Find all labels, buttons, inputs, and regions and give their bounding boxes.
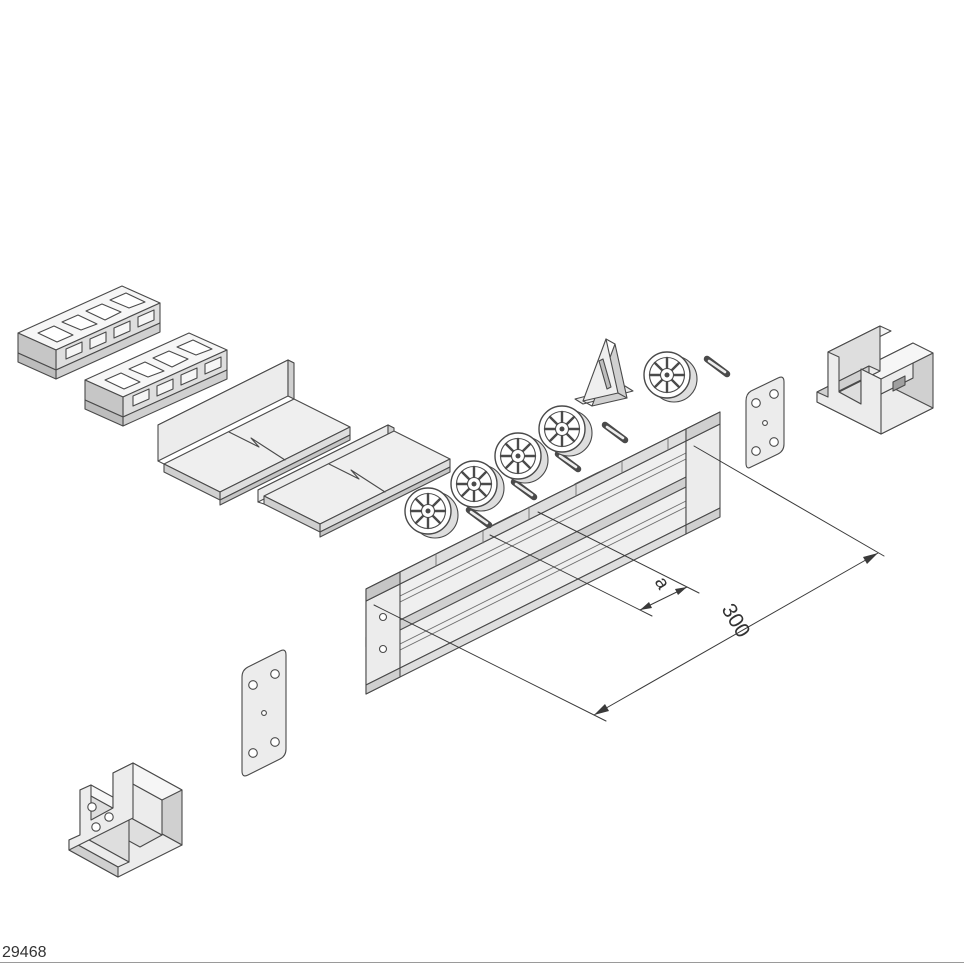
roller-strip-end-left <box>365 571 401 602</box>
bracket-front-face <box>68 762 134 851</box>
roller-wheel <box>642 350 699 404</box>
wedge-slot <box>598 358 612 390</box>
roller-axle-pin <box>605 425 625 440</box>
plate-hole <box>751 398 761 408</box>
end-cap-bracket-right <box>816 325 934 435</box>
wedge-front-face <box>582 338 619 402</box>
plate-left-edge-face <box>163 463 221 501</box>
plate-center-hole <box>762 420 768 426</box>
plate-front-hook <box>319 466 451 538</box>
plate-center-hole <box>261 710 267 716</box>
rail-end-flange-left <box>365 667 401 695</box>
break-line <box>328 463 386 493</box>
plate-hole <box>248 680 258 690</box>
dimension-line-300 <box>593 552 879 716</box>
dimension-label-300: 300 <box>717 600 755 642</box>
angle-profile-rear <box>157 359 351 506</box>
bracket-front-face <box>816 351 882 435</box>
wall-plate-joint-edge <box>157 460 165 465</box>
break-line <box>228 431 286 461</box>
rail-end-face-left <box>365 583 401 686</box>
wall-end-edge <box>287 359 295 400</box>
roller-wheel <box>449 459 506 513</box>
roller-axle-pin <box>514 482 534 497</box>
plate-hole <box>270 737 280 747</box>
end-cap-bracket-left <box>68 762 183 878</box>
rail-end-face-right <box>685 423 721 526</box>
bracket-hole <box>91 822 101 832</box>
roller-axle-pin <box>707 359 727 374</box>
bracket-hole <box>87 802 97 812</box>
rail-end-flange-right <box>685 507 721 535</box>
plate-hole <box>769 389 779 399</box>
dimension-arrowhead <box>594 704 609 715</box>
roller-strip-end-right <box>685 411 721 442</box>
wall-plate-joint-edge <box>257 501 265 505</box>
roller-axle-pin <box>469 510 489 525</box>
rail-side-groove-lines <box>365 452 687 668</box>
support-wedge <box>574 338 634 407</box>
roller-wheel <box>537 404 594 458</box>
dimension-extension-lines <box>373 445 885 722</box>
plate-hole <box>751 446 761 456</box>
angle-profile-front <box>257 424 451 538</box>
bracket-hole <box>104 812 114 822</box>
mounting-plate-right <box>745 376 785 469</box>
mounting-plate-left <box>241 649 287 777</box>
rail-end-bore-hole <box>378 644 388 654</box>
roller-wheel <box>493 431 550 485</box>
dimension-label-a: a <box>650 573 674 593</box>
roller-set <box>403 338 727 540</box>
dimension-arrowhead <box>863 553 878 564</box>
conveyor-rail-profile <box>365 411 721 695</box>
figure-number: 29468 <box>2 944 47 961</box>
plate-hole <box>270 669 280 679</box>
plate-hole <box>248 748 258 758</box>
roller-wheel <box>403 486 460 540</box>
wedge-edges <box>582 338 628 407</box>
dimension-arrowhead <box>675 587 687 595</box>
rail-end-bore-hole <box>378 612 388 622</box>
plate-front-hook <box>219 434 351 506</box>
plate-hole <box>769 437 779 447</box>
dimension-arrowhead <box>640 602 652 610</box>
plate-left-edge-face <box>263 495 321 533</box>
bracket-side-slot <box>892 375 906 392</box>
